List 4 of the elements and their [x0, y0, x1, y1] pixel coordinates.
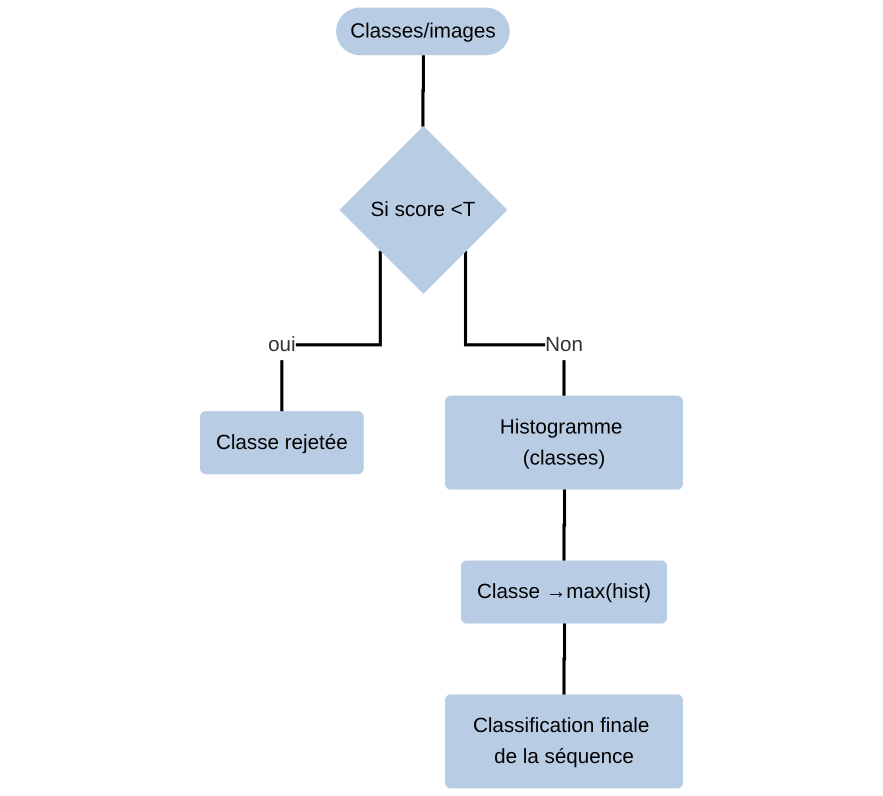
- edge-label: oui: [268, 333, 296, 356]
- connector: [421, 55, 425, 128]
- edge-label: Non: [545, 333, 583, 356]
- node-diamond: Si score <T: [339, 126, 508, 294]
